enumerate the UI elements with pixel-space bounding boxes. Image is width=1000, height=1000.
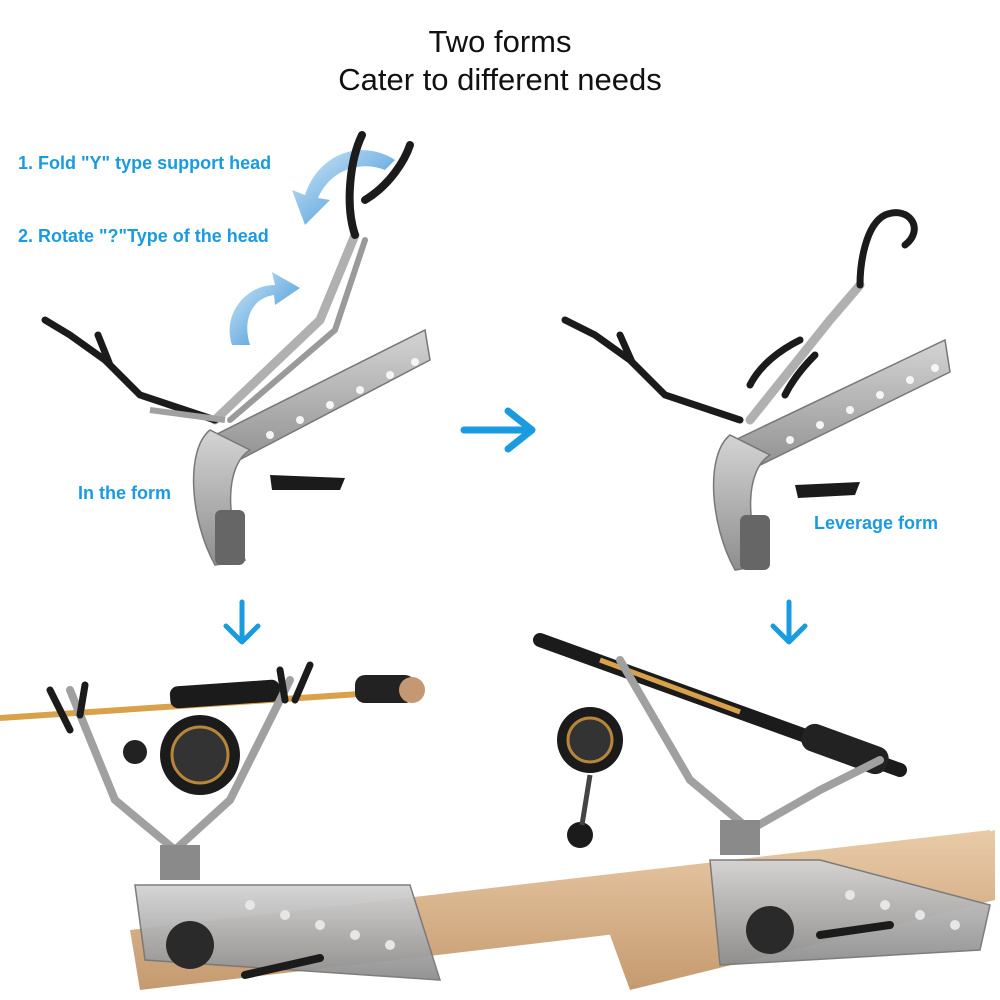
down-arrow-icon [223, 599, 261, 645]
curved-arrow-icon [229, 272, 300, 345]
curved-arrow-icon [292, 150, 395, 225]
page-subtitle: Cater to different needs [338, 62, 662, 97]
in-the-form-label: In the form [78, 483, 171, 503]
page-title: Two forms [428, 24, 572, 59]
rod-on-holder-leverage-form [533, 633, 995, 990]
down-arrow-icon [770, 599, 808, 645]
right-arrow-icon [460, 407, 536, 453]
step-2-label: 2. Rotate "?"Type of the head [18, 226, 269, 246]
step-1-label: 1. Fold "Y" type support head [18, 153, 272, 173]
leverage-form-label: Leverage form [814, 513, 939, 533]
holder-in-form [41, 131, 431, 566]
holder-leverage-form [561, 209, 951, 571]
